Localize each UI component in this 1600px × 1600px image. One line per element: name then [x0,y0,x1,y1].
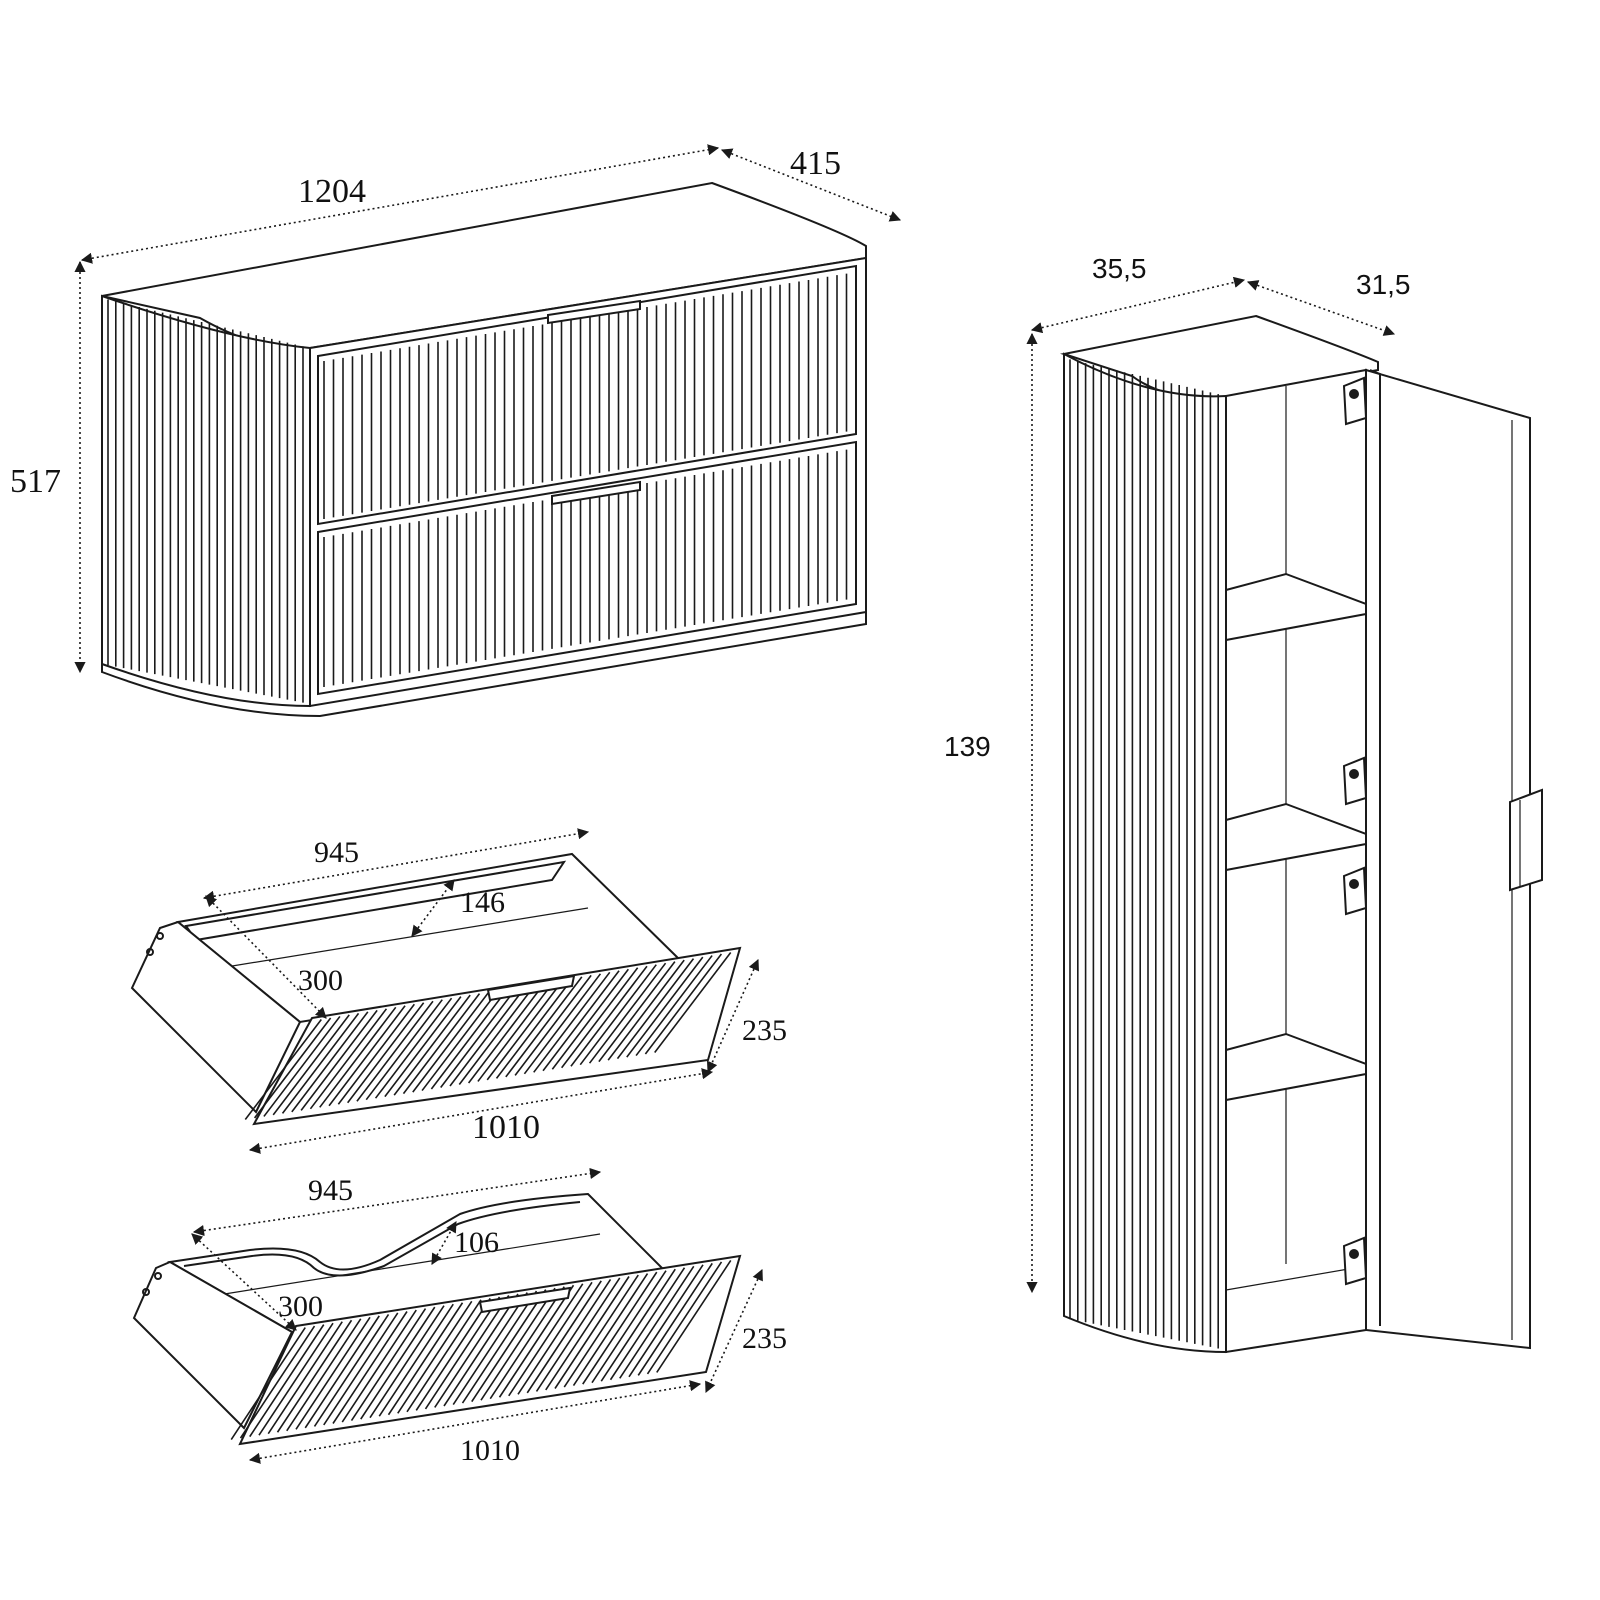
flute-line [572,1273,649,1387]
drawer-top-side-depth-dimension [205,895,327,1019]
flute-line [588,962,667,1064]
drawer-top-inner-depth-label: 146 [460,886,505,919]
hinge-icon [1342,376,1368,426]
flute-line [626,956,704,1058]
flute-line [535,1278,612,1392]
drawer-bottom: 945 106 300 235 1010 [132,1167,787,1467]
flute-line [508,1283,584,1397]
vanity-width-label: 1204 [298,173,366,210]
tall-cabinet-height-label: 139 [944,731,991,762]
drawer-bottom-front-height-dimension [705,1268,763,1394]
flute-line [542,970,620,1072]
tall-cabinet-side-flutes [1069,359,1219,1349]
flute-line [628,1264,704,1378]
flute-line [477,980,555,1082]
drawer-top-handle [486,974,576,1002]
flute-line [489,1286,565,1400]
flute-line [619,1265,695,1379]
vanity-depth-label: 415 [790,145,841,182]
flute-line [523,973,602,1075]
flute-line [563,1274,639,1388]
flute-line [486,979,564,1081]
flute-line [561,967,639,1069]
drawer-bottom-cutout-depth-label: 106 [454,1226,499,1259]
vanity-upper-drawer-handle [547,299,641,325]
vanity-height-label: 517 [10,463,61,500]
tall-cabinet-bottom-line [1225,1265,1367,1291]
flute-line [635,955,713,1057]
flute-line [526,1280,602,1394]
vanity-depth-dimension [720,148,902,222]
flute-line [551,968,629,1070]
drawer-top-screw [156,932,164,940]
tall-cabinet-door [1365,368,1531,1350]
drawer-top-inner-depth-dimension [411,879,455,937]
drawer-bottom-side-depth-dimension [191,1233,297,1331]
drawer-top-side-depth-label: 300 [298,964,343,997]
vanity-bottom-edge [101,612,867,718]
flute-line [600,1268,676,1382]
vanity-upper-drawer-front [317,264,857,526]
drawer-top: 945 146 300 235 1010 [130,828,787,1154]
vanity-lower-drawer-front [317,440,857,696]
flute-line [458,983,536,1085]
flute-line [554,1276,630,1389]
tall-cabinet-side [1063,352,1227,1354]
flute-line [570,965,648,1067]
flute-line [505,976,583,1078]
vanity-cabinet: 1204 415 517 [10,144,902,718]
flute-line [607,959,685,1061]
tall-cabinet-width-dimension [1030,276,1246,334]
tall-cabinet-door-handle [1509,788,1543,892]
drawer-top-front-height-label: 235 [742,1014,787,1047]
drawer-bottom-front-width-dimension [248,1380,702,1464]
drawer-bottom-screw [142,1288,150,1296]
vanity-front-flutes [323,273,848,687]
drawer-bottom-screw [154,1272,162,1280]
flute-line [609,1267,686,1381]
flute-line [533,971,611,1073]
hinge-icon [1342,1236,1368,1286]
flute-line [582,1271,658,1385]
vanity-left-side [101,294,311,708]
flute-line [591,1270,667,1384]
flute-line [598,961,676,1063]
drawer-bottom-inner-width-label: 945 [308,1174,353,1207]
hinge-icon [1342,866,1368,916]
hinge-icon [1342,756,1368,806]
flute-line [467,982,546,1084]
flute-line [514,974,592,1076]
vanity-lower-drawer-handle [551,480,641,506]
tall-cabinet-width-label: 35,5 [1092,253,1147,284]
flute-line [545,1277,621,1391]
tall-cabinet-depth-dimension [1246,280,1396,336]
drawer-bottom-handle [478,1286,572,1314]
drawer-top-front-width-dimension [248,1068,714,1154]
flute-line [517,1281,593,1395]
vanity-side-flutes [107,299,304,703]
drawer-top-front-height-dimension [706,958,760,1074]
drawer-bottom-front-height-label: 235 [742,1322,787,1355]
drawer-bottom-inner-width-dimension [192,1167,602,1237]
drawer-bottom-side-depth-label: 300 [278,1290,323,1323]
tall-cabinet-door-edge [1369,369,1381,1326]
flute-line [579,964,657,1066]
drawer-top-inner-width-label: 945 [314,836,359,869]
flute-line [616,958,695,1060]
drawer-top-front-width-label: 1010 [472,1109,540,1146]
tall-cabinet: 35,5 31,5 139 [944,253,1543,1354]
drawer-bottom-front-width-label: 1010 [460,1434,520,1467]
drawer-top-screw [146,948,154,956]
tall-cabinet-depth-label: 31,5 [1356,269,1411,300]
flute-line [495,977,574,1079]
flute-line [498,1284,575,1398]
drawer-bottom-cutout-depth-dimension [431,1221,457,1265]
flute-line [637,1262,713,1376]
